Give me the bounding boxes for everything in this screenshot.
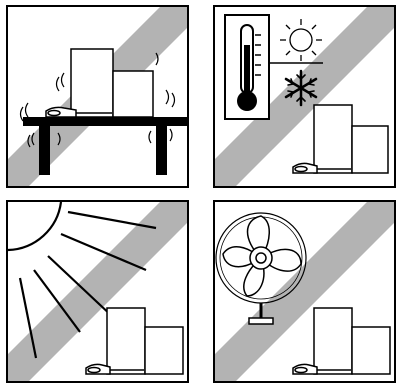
vibration-lines-icon <box>19 52 176 122</box>
panel-frame <box>213 200 396 383</box>
balance-icon <box>85 307 184 375</box>
sun-icon <box>280 19 322 61</box>
panel-sunlight <box>6 200 189 383</box>
sun-rays-icon <box>7 201 157 359</box>
diagonal-stripe <box>213 200 396 383</box>
table-icon <box>23 117 188 175</box>
balance-icon <box>292 307 391 375</box>
panel-frame <box>6 5 189 188</box>
thermometer-icon <box>224 14 323 120</box>
panel-draft <box>213 200 396 383</box>
snowflake-icon <box>284 69 318 107</box>
diagonal-stripe <box>6 200 189 383</box>
fan-icon <box>215 212 307 325</box>
balance-icon <box>292 104 389 174</box>
panel-vibration <box>6 5 189 188</box>
panel-frame <box>213 5 396 188</box>
panel-temperature <box>213 5 396 188</box>
panel-frame <box>6 200 189 383</box>
diagonal-stripe <box>213 5 396 188</box>
balance-icon <box>45 48 154 118</box>
